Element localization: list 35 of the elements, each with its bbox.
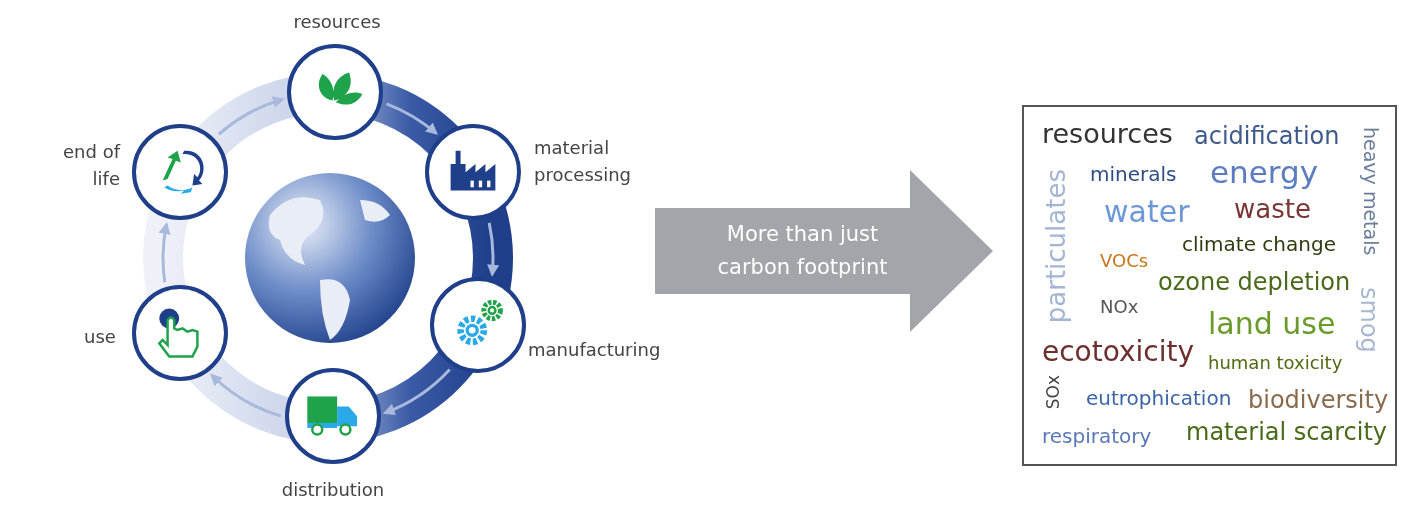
word-cloud-term: biodiversity [1248,387,1389,414]
word-cloud-term: acidification [1194,123,1340,150]
stage-label: material processing [534,136,632,187]
stage-label: resources [292,10,382,34]
stage-label: distribution [280,478,386,502]
word-cloud-term: waste [1234,195,1311,224]
stage-label: manufacturing [528,338,662,362]
arrow [486,222,499,277]
arrow [210,373,282,418]
word-cloud-term: heavy metals [1360,127,1381,256]
stage-label: end of life [62,140,120,191]
stage-label: use [84,325,117,349]
arrow-text: More than just carbon footprint [716,221,889,281]
word-cloud-term: ecotoxicity [1042,337,1195,368]
word-cloud-term: smog [1356,287,1383,353]
word-cloud-term: SOx [1044,375,1063,410]
word-cloud-term: VOCs [1100,251,1149,271]
word-cloud-term: eutrophication [1086,387,1232,409]
arrow [159,222,171,283]
word-cloud-term: energy [1210,155,1318,190]
word-cloud-term: ozone depletion [1158,269,1351,296]
word-cloud-term: material scarcity [1186,419,1388,446]
arrow [217,96,285,136]
word-cloud-term: climate change [1182,233,1336,255]
arrow [386,102,438,135]
word-cloud-term: human toxicity [1208,353,1343,373]
word-cloud-term: water [1104,195,1190,228]
arrow [382,368,451,415]
word-cloud-term: minerals [1090,163,1177,185]
word-cloud-term: NOx [1100,297,1139,317]
word-cloud-term: land use [1208,307,1336,340]
word-cloud-box [1022,105,1397,466]
word-cloud-term: respiratory [1042,425,1152,447]
word-cloud-term: resources [1042,119,1173,149]
word-cloud-term: particulates [1042,169,1071,324]
